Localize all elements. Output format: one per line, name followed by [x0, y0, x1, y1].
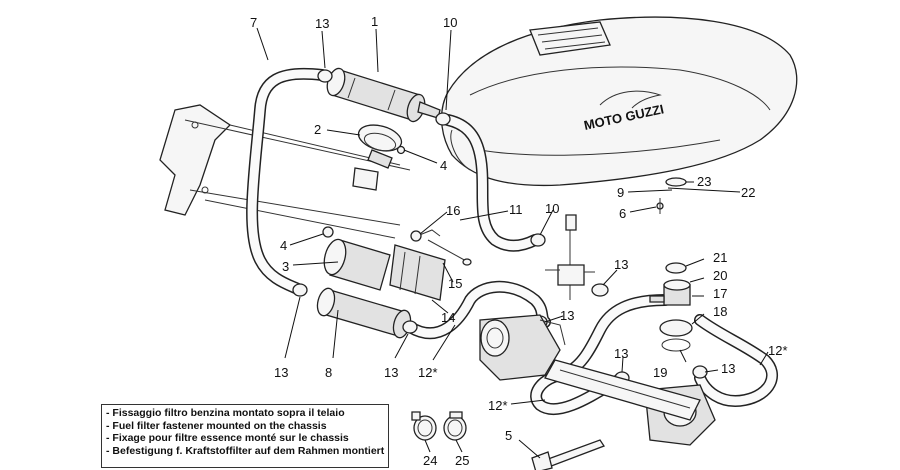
fastener-note-box: - Fissaggio filtro benzina montato sopra… — [101, 404, 389, 468]
callout-5: 5 — [505, 428, 512, 443]
callout-14: 14 — [441, 310, 455, 325]
callout-20: 20 — [713, 268, 727, 283]
fuel-tank: MOTO GUZZI — [440, 16, 798, 187]
callout-18: 18 — [713, 304, 727, 319]
callout-13f: 13 — [614, 346, 628, 361]
fuel-filter-lower — [316, 229, 472, 339]
callout-4: 4 — [440, 158, 447, 173]
chassis-frame — [159, 104, 411, 239]
callout-9: 9 — [617, 185, 624, 200]
callout-21: 21 — [713, 250, 727, 265]
callout-25: 25 — [455, 453, 469, 468]
callout-11: 11 — [509, 202, 523, 217]
callout-24: 24 — [423, 453, 437, 468]
note-line-fr: - Fixage pour filtre essence monté sur l… — [106, 432, 349, 444]
note-line-de: - Befestigung f. Kraftstoffilter auf dem… — [106, 444, 385, 457]
clamp-24-25 — [411, 411, 467, 441]
callout-23: 23 — [697, 174, 711, 189]
leader-lines — [256, 27, 769, 459]
callout-1: 1 — [371, 14, 378, 29]
callout-labels: 7 13 1 10 2 4 16 11 10 4 3 15 14 13 13 1… — [250, 14, 788, 468]
callout-8: 8 — [325, 365, 332, 380]
callout-4b: 4 — [280, 238, 287, 253]
callout-13: 13 — [315, 16, 329, 31]
callout-16: 16 — [446, 203, 460, 218]
callout-2: 2 — [314, 122, 321, 137]
tie-strap — [531, 439, 605, 470]
callout-13b: 13 — [614, 257, 628, 272]
fuel-hoses — [246, 67, 778, 416]
callout-22: 22 — [741, 185, 755, 200]
callout-19: 19 — [653, 365, 667, 380]
callout-12b: 12* — [488, 398, 508, 413]
fuel-sender — [545, 214, 595, 300]
callout-17: 17 — [713, 286, 727, 301]
callout-15: 15 — [448, 276, 462, 291]
callout-12c: 12* — [768, 343, 788, 358]
callout-13d: 13 — [274, 365, 288, 380]
note-line-it: - Fissaggio filtro benzina montato sopra… — [106, 407, 345, 419]
callout-10b: 10 — [545, 201, 559, 216]
callout-13g: 13 — [721, 361, 735, 376]
fuel-pump — [649, 177, 693, 352]
callout-6: 6 — [619, 206, 626, 221]
throttle-body — [479, 314, 716, 446]
callout-7: 7 — [250, 15, 257, 30]
callout-10: 10 — [443, 15, 457, 30]
fuel-filter-upper — [326, 67, 441, 169]
note-line-en: - Fuel filter fastener mounted on the ch… — [106, 419, 327, 432]
callout-3: 3 — [282, 259, 289, 274]
callout-12a: 12* — [418, 365, 438, 380]
callout-13e: 13 — [384, 365, 398, 380]
callout-13c: 13 — [560, 308, 574, 323]
